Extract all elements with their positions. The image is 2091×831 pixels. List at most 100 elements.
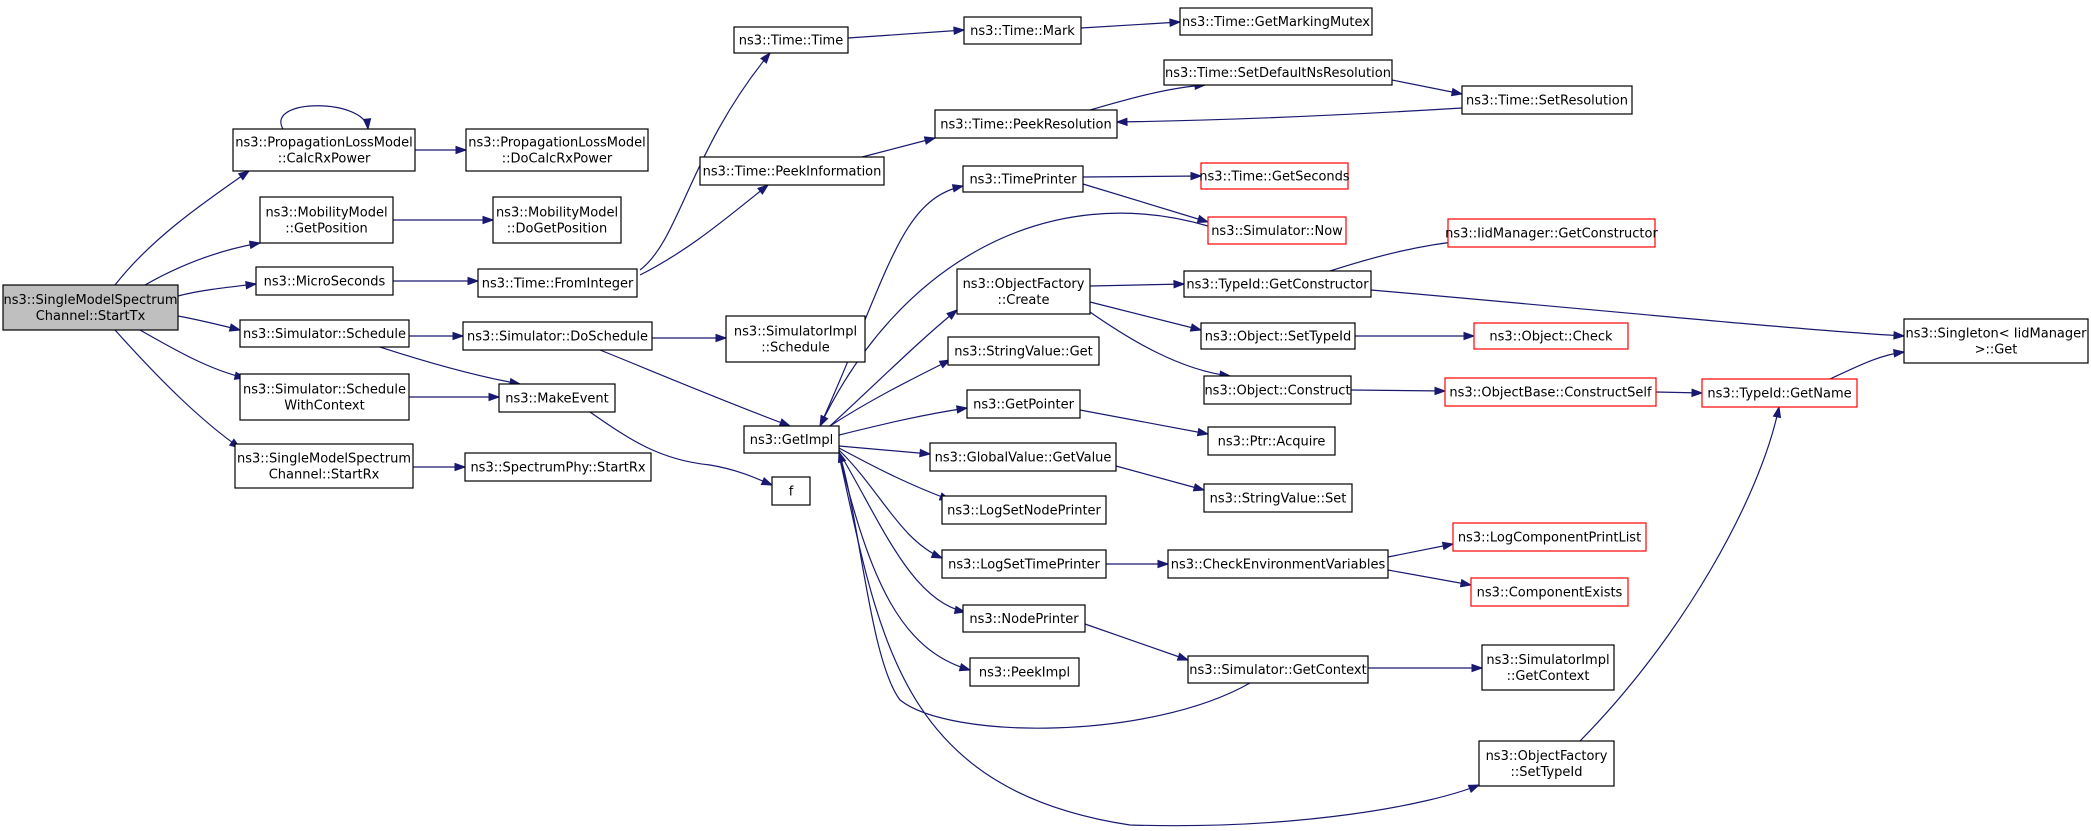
- node-logcomplist[interactable]: ns3::LogComponentPrintList: [1452, 522, 1647, 552]
- node-box: [962, 165, 1084, 193]
- node-setres[interactable]: ns3::Time::SetResolution: [1461, 85, 1633, 115]
- node-phystartrx[interactable]: ns3::SpectrumPhy::StartRx: [464, 452, 652, 482]
- node-getseconds[interactable]: ns3::Time::GetSeconds: [1199, 162, 1350, 190]
- edge-arrowhead: [1190, 171, 1203, 181]
- node-micro[interactable]: ns3::MicroSeconds: [255, 266, 394, 296]
- edge-arrowhead: [1176, 652, 1190, 661]
- node-f[interactable]: f: [771, 476, 811, 506]
- node-schedule[interactable]: ns3::Simulator::Schedule: [239, 319, 410, 348]
- edge-timemark-to-getmarkmutex: [1080, 18, 1182, 29]
- node-getmarkmutex[interactable]: ns3::Time::GetMarkingMutex: [1179, 7, 1373, 36]
- node-nodeprinter[interactable]: ns3::NodePrinter: [962, 604, 1086, 633]
- node-label: ::DoGetPosition: [507, 222, 608, 237]
- node-ptracquire[interactable]: ns3::Ptr::Acquire: [1207, 426, 1336, 456]
- edge-globalvalget-to-strvalset: [1115, 465, 1206, 492]
- node-label: ns3::ComponentExists: [1477, 586, 1623, 601]
- node-objfactsettype[interactable]: ns3::ObjectFactory::SetTypeId: [1478, 740, 1615, 787]
- node-simgetctx[interactable]: ns3::Simulator::GetContext: [1187, 655, 1369, 684]
- edge-line: [379, 346, 521, 385]
- edge-objbaseconstruct-to-typeidgetname: [1655, 388, 1704, 398]
- node-objbaseconstruct[interactable]: ns3::ObjectBase::ConstructSelf: [1444, 377, 1657, 407]
- edge-arrowhead: [1450, 87, 1464, 97]
- node-globalvalget[interactable]: ns3::GlobalValue::GetValue: [929, 442, 1117, 472]
- node-strvalget[interactable]: ns3::StringValue::Get: [947, 336, 1100, 366]
- edge-makeevent-to-f: [589, 411, 774, 486]
- node-simimplsched[interactable]: ns3::SimulatorImpl::Schedule: [725, 315, 866, 363]
- node-typeidgetname[interactable]: ns3::TypeId::GetName: [1701, 378, 1858, 408]
- edge-arrowhead: [1196, 427, 1210, 437]
- node-objfactcreate[interactable]: ns3::ObjectFactory::Create: [956, 268, 1091, 315]
- node-peekinfo[interactable]: ns3::Time::PeekInformation: [699, 156, 885, 186]
- node-box: [1203, 483, 1353, 513]
- node-label: ns3::Simulator::GetContext: [1189, 663, 1366, 678]
- edge-arrowhead: [760, 476, 774, 486]
- edge-line: [1370, 289, 1905, 337]
- edge-arrowhead: [778, 418, 792, 427]
- node-label: ::GetPosition: [285, 222, 368, 237]
- node-objcheck[interactable]: ns3::Object::Check: [1473, 322, 1629, 350]
- edge-timetime-to-timemark: [847, 26, 966, 39]
- node-getpointer[interactable]: ns3::GetPointer: [966, 389, 1081, 419]
- edge-objfactsettype-to-typeidgetname: [1579, 405, 1782, 742]
- node-logsettime[interactable]: ns3::LogSetTimePrinter: [941, 549, 1107, 579]
- node-docalcrx[interactable]: ns3::PropagationLossModel::DoCalcRxPower: [465, 128, 649, 172]
- node-simnow[interactable]: ns3::Simulator::Now: [1207, 216, 1347, 245]
- node-objsettypeid[interactable]: ns3::Object::SetTypeId: [1200, 322, 1356, 350]
- node-box: [969, 657, 1080, 687]
- node-label: ns3::Time::PeekInformation: [703, 165, 882, 180]
- edge-arrowhead: [245, 280, 258, 290]
- node-strvalset[interactable]: ns3::StringValue::Set: [1203, 483, 1353, 513]
- edge-checkenv-to-logcomplist: [1387, 541, 1455, 558]
- node-dogetpos[interactable]: ns3::MobilityModel::DoGetPosition: [492, 196, 622, 244]
- node-timeprinter[interactable]: ns3::TimePrinter: [962, 165, 1084, 193]
- node-label: ns3::GetImpl: [750, 433, 834, 448]
- node-simimplgetctx[interactable]: ns3::SimulatorImpl::GetContext: [1481, 644, 1615, 691]
- edge-line: [1115, 465, 1205, 491]
- edge-line: [177, 283, 257, 297]
- edge-line: [838, 447, 951, 501]
- edge-line: [838, 453, 971, 671]
- edge-typeidgetname-to-singleton: [1829, 349, 1906, 380]
- node-timemark[interactable]: ns3::Time::Mark: [963, 16, 1082, 45]
- node-singleton[interactable]: ns3::Singleton< IidManager >::Get: [1903, 318, 2089, 364]
- edge-getimpl-to-peekimpl: [838, 453, 972, 672]
- edge-setdefres-to-setres: [1391, 79, 1464, 97]
- edge-getimpl-to-objfactsettype: [838, 454, 1481, 827]
- node-peekres[interactable]: ns3::Time::PeekResolution: [934, 109, 1118, 139]
- edge-line: [1116, 107, 1463, 123]
- edge-arrowhead: [1691, 388, 1704, 398]
- node-calcrx[interactable]: ns3::PropagationLossModel::CalcRxPower: [232, 128, 416, 172]
- node-makeevent[interactable]: ns3::MakeEvent: [498, 383, 616, 413]
- edge-micro-to-fromint: [393, 276, 480, 286]
- edge-root-to-getpos: [144, 240, 262, 286]
- edge-arrowhead: [946, 309, 959, 320]
- node-setdefres[interactable]: ns3::Time::SetDefaultNsResolution: [1163, 59, 1393, 86]
- edge-arrowhead: [1893, 331, 1906, 340]
- node-fromint[interactable]: ns3::Time::FromInteger: [477, 268, 638, 298]
- node-compexists[interactable]: ns3::ComponentExists: [1470, 577, 1629, 607]
- edge-arrowhead: [488, 392, 501, 402]
- node-doschedule[interactable]: ns3::Simulator::DoSchedule: [462, 321, 653, 351]
- node-checkenv[interactable]: ns3::CheckEnvironmentVariables: [1167, 549, 1389, 579]
- edge-arrowhead: [1459, 578, 1473, 588]
- node-peekimpl[interactable]: ns3::PeekImpl: [969, 657, 1080, 687]
- node-label: f: [789, 485, 794, 500]
- edge-getimpl-to-logsettime: [838, 449, 944, 559]
- edge-line: [1089, 301, 1202, 331]
- node-getimpl[interactable]: ns3::GetImpl: [743, 425, 840, 454]
- node-box: [465, 128, 649, 172]
- edge-line: [819, 185, 964, 427]
- edge-line: [639, 52, 771, 271]
- edge-arrowhead: [760, 51, 771, 64]
- node-label: ns3::ObjectBase::ConstructSelf: [1449, 386, 1652, 401]
- edge-arrowhead: [362, 118, 372, 131]
- node-logsetnode[interactable]: ns3::LogSetNodePrinter: [941, 495, 1107, 525]
- node-timetime[interactable]: ns3::Time::Time: [733, 26, 849, 54]
- node-objconstruct[interactable]: ns3::Object::Construct: [1203, 375, 1352, 405]
- node-typeidgetctor[interactable]: ns3::TypeId::GetConstructor: [1183, 270, 1372, 298]
- node-getpos[interactable]: ns3::MobilityModel::GetPosition: [259, 196, 394, 244]
- node-iidgetctor[interactable]: ns3::IidManager::GetConstructor: [1445, 218, 1658, 248]
